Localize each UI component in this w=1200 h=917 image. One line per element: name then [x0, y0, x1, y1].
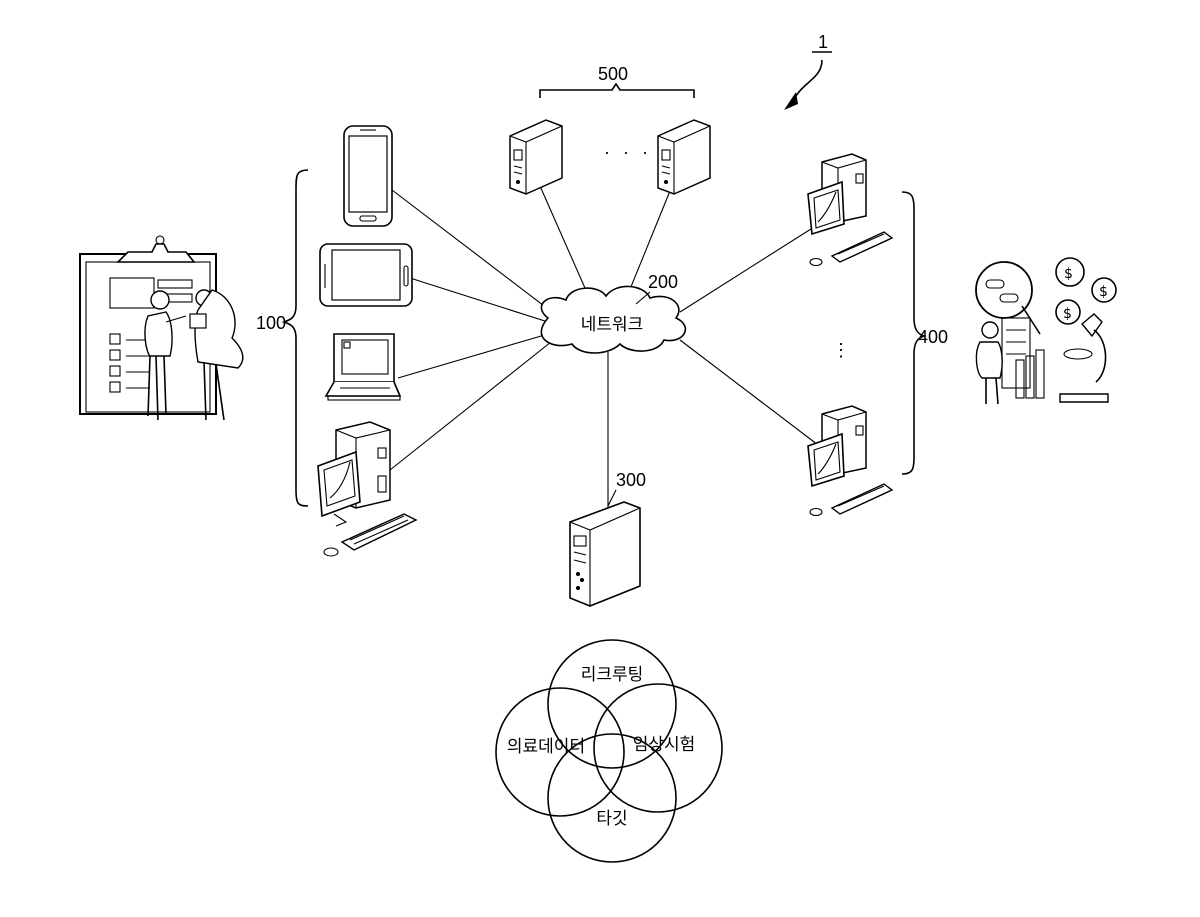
server-500a — [510, 120, 562, 194]
system-ref-label: 1 — [818, 32, 828, 52]
clinical-trial-illustration: $ $ $ — [976, 258, 1116, 404]
desktop-user — [318, 422, 416, 556]
link-client-400b — [680, 340, 822, 448]
venn-diagram: 리크루팅 의료데이터 임상시험 타깃 — [496, 640, 722, 862]
servers-500-ref-label: 500 — [598, 64, 628, 84]
laptop — [326, 334, 400, 400]
servers-ellipsis: · · · — [604, 142, 652, 162]
users-100-ref-label: 100 — [256, 313, 286, 333]
desktop-client-400b — [808, 406, 892, 516]
tablet — [320, 244, 412, 306]
link-laptop — [398, 334, 548, 378]
servers-500-brace — [540, 84, 694, 98]
venn-label-bottom: 타깃 — [596, 809, 627, 829]
recruiting-illustration — [80, 236, 243, 420]
server-500b — [658, 120, 710, 194]
link-client-400a — [680, 222, 822, 312]
clients-400-ref-label: 400 — [918, 327, 948, 347]
desktop-client-400a — [808, 154, 892, 266]
network-label: 네트워크 — [581, 315, 644, 335]
clients-ellipsis: ⋮ — [832, 340, 850, 360]
link-server-500a — [540, 186, 592, 304]
system-ref-arrowhead — [784, 92, 798, 110]
dollar-symbol-3: $ — [1063, 306, 1072, 322]
network-cloud: 네트워크 — [541, 286, 685, 353]
link-tablet — [410, 278, 548, 322]
venn-label-left: 의료데이터 — [507, 737, 585, 757]
venn-label-right: 임상시험 — [633, 735, 696, 755]
network-ref-label: 200 — [648, 272, 678, 292]
dollar-symbol-1: $ — [1064, 266, 1073, 282]
link-desktop-user — [390, 338, 556, 470]
server-300-ref-label: 300 — [616, 470, 646, 490]
server-300 — [570, 502, 640, 606]
server-300-ref-leader — [608, 490, 616, 506]
venn-label-top: 리크루팅 — [581, 665, 644, 685]
smartphone — [344, 126, 392, 226]
users-100-brace — [284, 170, 308, 506]
dollar-symbol-2: $ — [1099, 284, 1108, 300]
